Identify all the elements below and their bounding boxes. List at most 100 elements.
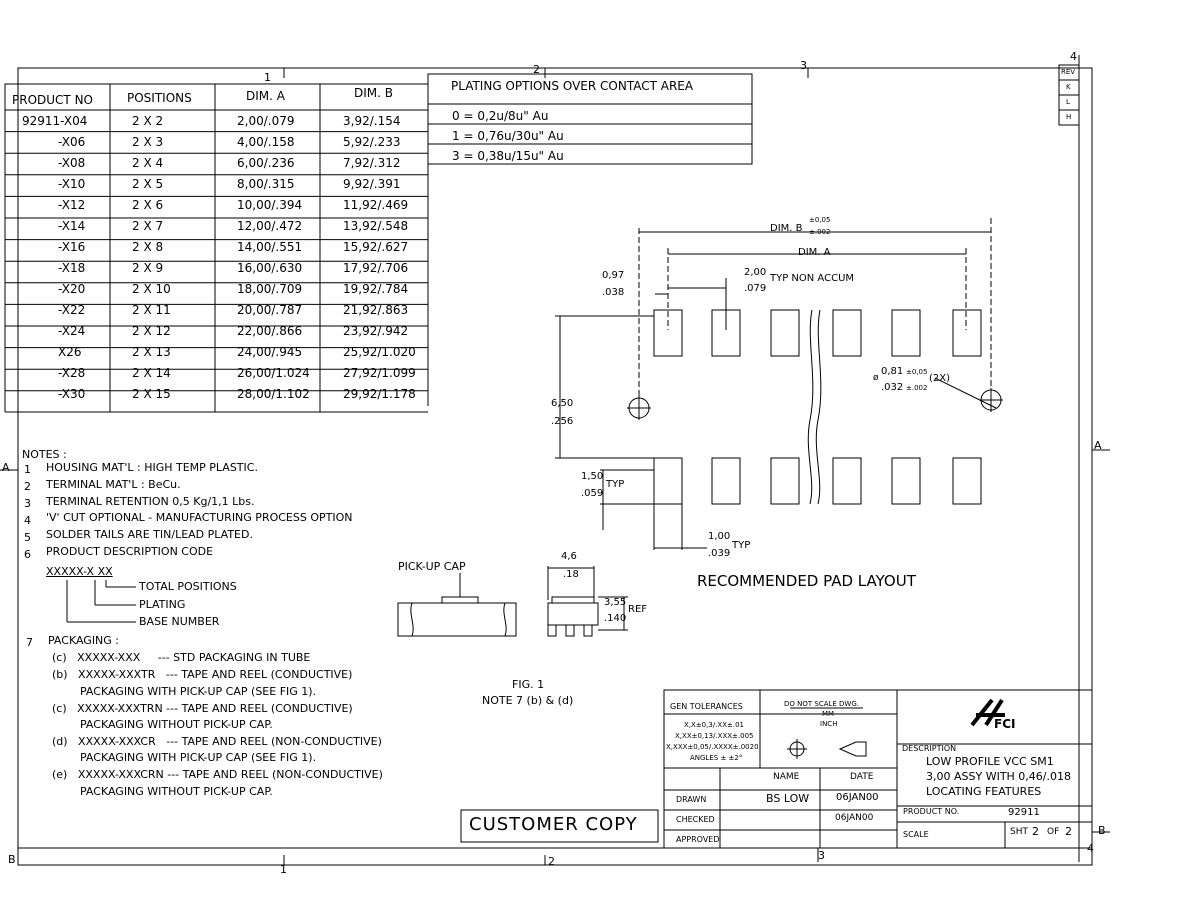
fig1-ref: REF bbox=[628, 604, 648, 615]
product-table-cell: 2 X 9 bbox=[132, 261, 164, 275]
fig1-dim-side-in: .140 bbox=[604, 613, 627, 624]
notes-heading: NOTES : bbox=[22, 448, 67, 461]
pad-layout bbox=[555, 218, 1003, 550]
sheet-of-label: OF bbox=[1047, 827, 1060, 837]
fig1-caption-note: NOTE 7 (b) & (d) bbox=[482, 694, 574, 707]
fig1-dim-top-mm: 4,6 bbox=[561, 551, 577, 562]
checked-label: CHECKED bbox=[676, 815, 715, 824]
note-4-num: 4 bbox=[24, 514, 31, 527]
pad-length-typ: TYP bbox=[606, 479, 625, 490]
sheet-total: 2 bbox=[1065, 825, 1072, 838]
product-table-cell: 3,92/.154 bbox=[343, 114, 401, 128]
product-table-cell: 13,92/.548 bbox=[343, 219, 409, 233]
code-label-plating: PLATING bbox=[139, 598, 186, 611]
pad-dim-b-tol-in: ±.002 bbox=[809, 228, 831, 236]
product-table-cell: 2 X 5 bbox=[132, 177, 164, 191]
packaging-line-0: (c) XXXXX-XXX --- STD PACKAGING IN TUBE bbox=[52, 651, 311, 664]
fig1-dim-side-mm: 3,55 bbox=[604, 597, 627, 608]
product-table-cell: 21,92/.863 bbox=[343, 303, 409, 317]
product-table-cell: 8,00/.315 bbox=[237, 177, 295, 191]
product-table-cell: -X14 bbox=[58, 219, 86, 233]
zone-left-b: B bbox=[8, 853, 16, 866]
product-table-cell: 5,92/.233 bbox=[343, 135, 401, 149]
zone-top-1: 1 bbox=[264, 71, 271, 84]
product-table-cell: 7,92/.312 bbox=[343, 156, 401, 170]
product-table-cell: 25,92/1.020 bbox=[343, 345, 416, 359]
product-table-cell: 19,92/.784 bbox=[343, 282, 409, 296]
fci-logo-mark bbox=[970, 698, 1005, 727]
product-table-cell: -X18 bbox=[58, 261, 86, 275]
sheet-number: 2 bbox=[1032, 825, 1039, 838]
product-table-cell: -X10 bbox=[58, 177, 86, 191]
gen-tolerances-title: GEN TOLERANCES bbox=[670, 702, 743, 711]
plating-option-0: 0 = 0,2u/8u" Au bbox=[452, 109, 549, 123]
gen-tolerance-line-2: X,XXX±0,05/.XXXX±.0020 bbox=[666, 743, 759, 751]
customer-copy-stamp: CUSTOMER COPY bbox=[469, 814, 638, 835]
scale-label: SCALE bbox=[903, 830, 929, 839]
product-table-cell: 2 X 13 bbox=[132, 345, 171, 359]
zone-top-3: 3 bbox=[800, 59, 807, 72]
zone-bottom-2: 2 bbox=[548, 855, 555, 868]
pad-dim-a: DIM. A bbox=[798, 247, 831, 258]
note-5-num: 5 bbox=[24, 531, 31, 544]
product-table-cell: 2 X 8 bbox=[132, 240, 164, 254]
product-table-header-product: PRODUCT NO bbox=[12, 93, 93, 107]
fig1-dim-top-in: .18 bbox=[563, 569, 579, 580]
pad-pitch-mm: 2,00 bbox=[744, 267, 767, 278]
code-label-base: BASE NUMBER bbox=[139, 615, 220, 628]
pad-pitch-in: .079 bbox=[744, 283, 767, 294]
product-table-cell: 2 X 7 bbox=[132, 219, 164, 233]
product-table-cell: -X06 bbox=[58, 135, 86, 149]
pad-edge-in: .038 bbox=[602, 287, 625, 298]
zone-top-4: 4 bbox=[1070, 50, 1077, 63]
pad-layout-title: RECOMMENDED PAD LAYOUT bbox=[697, 572, 916, 590]
note-3-text: TERMINAL RETENTION 0,5 Kg/1,1 Lbs. bbox=[46, 495, 255, 508]
product-table-cell: -X16 bbox=[58, 240, 86, 254]
drawn-name: BS LOW bbox=[766, 792, 810, 805]
hole-diameter-mm: 0,81 bbox=[881, 366, 904, 377]
pad-pitch-note: TYP NON ACCUM bbox=[770, 273, 855, 284]
note-6-num: 6 bbox=[24, 548, 31, 561]
packaging-line-3: (c) XXXXX-XXXTRN --- TAPE AND REEL (COND… bbox=[52, 702, 353, 715]
title-block-grid bbox=[663, 689, 1093, 849]
plating-option-2: 3 = 0,38u/15u" Au bbox=[452, 149, 564, 163]
pad-edge-mm: 0,97 bbox=[602, 270, 625, 281]
packaging-line-7: (e) XXXXX-XXXCRN --- TAPE AND REEL (NON-… bbox=[52, 768, 383, 781]
fig1-pick-up-cap: PICK-UP CAP bbox=[398, 560, 466, 573]
pad-width-mm: 1,00 bbox=[708, 531, 731, 542]
description-line-0: LOW PROFILE VCC SM1 bbox=[926, 755, 1054, 768]
product-table-cell: -X12 bbox=[58, 198, 86, 212]
units-mm: MM bbox=[822, 710, 835, 718]
product-table-cell: 2,00/.079 bbox=[237, 114, 295, 128]
note-5-text: SOLDER TAILS ARE TIN/LEAD PLATED. bbox=[46, 528, 253, 541]
product-table-cell: 10,00/.394 bbox=[237, 198, 303, 212]
product-table-cell: 92911-X04 bbox=[22, 114, 88, 128]
product-no-value: 92911 bbox=[1008, 807, 1040, 818]
do-not-scale: DO NOT SCALE DWG. bbox=[784, 700, 860, 708]
product-table-header-positions: POSITIONS bbox=[127, 91, 192, 105]
hole-tol-in: ±.002 bbox=[906, 384, 928, 392]
code-label-positions: TOTAL POSITIONS bbox=[139, 580, 237, 593]
pad-length-mm: 1,50 bbox=[581, 471, 604, 482]
checked-date: 06JAN00 bbox=[835, 813, 874, 823]
product-table-cell: 4,00/.158 bbox=[237, 135, 295, 149]
note-4-text: 'V' CUT OPTIONAL - MANUFACTURING PROCESS… bbox=[46, 511, 353, 524]
product-table-cell: 2 X 11 bbox=[132, 303, 171, 317]
product-table-cell: 16,00/.630 bbox=[237, 261, 303, 275]
note-3-num: 3 bbox=[24, 497, 31, 510]
note-6-text: PRODUCT DESCRIPTION CODE bbox=[46, 545, 214, 558]
pad-height-in: .256 bbox=[551, 416, 574, 427]
product-table-cell: 26,00/1.024 bbox=[237, 366, 310, 380]
product-table-cell: -X24 bbox=[58, 324, 86, 338]
pad-height-mm: 6,50 bbox=[551, 398, 574, 409]
rev-header: REV bbox=[1061, 68, 1076, 76]
date-header: DATE bbox=[850, 772, 874, 782]
product-no-label: PRODUCT NO. bbox=[903, 807, 960, 816]
product-table-cell: 2 X 15 bbox=[132, 387, 171, 401]
name-header: NAME bbox=[773, 772, 800, 782]
product-table-cell: 15,92/.627 bbox=[343, 240, 409, 254]
units-inch: INCH bbox=[820, 720, 838, 728]
gen-tolerance-line-0: X,X±0,3/.XX±.01 bbox=[684, 721, 744, 729]
packaging-heading: PACKAGING : bbox=[48, 634, 120, 647]
